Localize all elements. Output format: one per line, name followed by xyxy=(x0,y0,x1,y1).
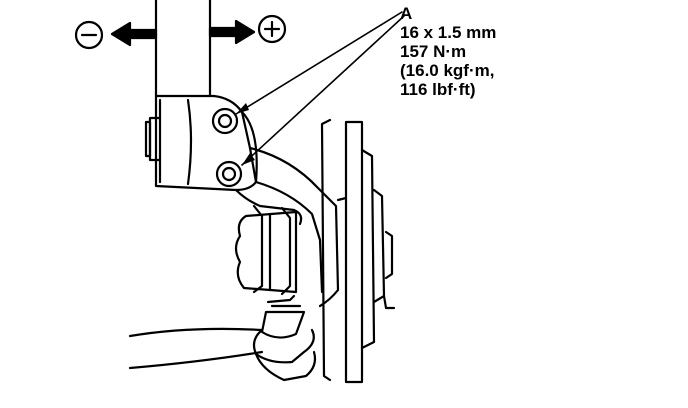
strut-shaft xyxy=(154,0,212,98)
plus-direction-arrow xyxy=(208,19,256,45)
lower-control-arm xyxy=(128,327,317,382)
driveshaft-boot xyxy=(234,204,298,296)
minus-direction-arrow xyxy=(110,21,158,47)
brake-disc xyxy=(320,118,396,384)
torque-nm-text: 157 N·m xyxy=(400,42,467,61)
torque-lbf-text: 116 lbf·ft) xyxy=(400,80,476,99)
bolt-spec-callout: A 16 x 1.5 mm 157 N·m (16.0 kgf·m, 116 l… xyxy=(400,4,496,99)
lower-ball-joint xyxy=(260,294,306,339)
plus-symbol-icon xyxy=(257,14,287,44)
steering-knuckle xyxy=(234,146,340,308)
torque-kgf-text: (16.0 kgf·m, xyxy=(400,61,495,80)
callout-letter: A xyxy=(400,4,413,23)
strut-bracket xyxy=(144,94,258,192)
lower-flange-bolt xyxy=(215,160,243,188)
callout-leader-lines xyxy=(235,11,405,166)
minus-symbol-icon xyxy=(74,20,104,50)
bolt-size-text: 16 x 1.5 mm xyxy=(400,23,497,42)
upper-flange-bolt xyxy=(211,107,239,135)
